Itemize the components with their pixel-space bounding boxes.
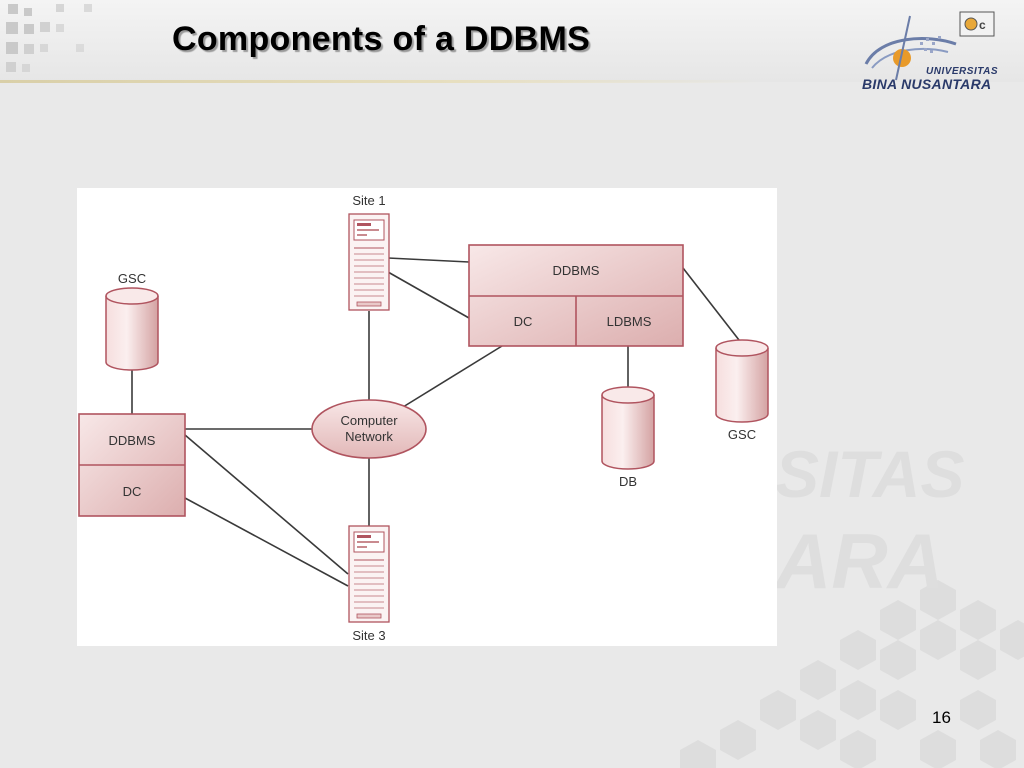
left-ddbms-label: DDBMS bbox=[109, 433, 156, 448]
db-label: DB bbox=[619, 474, 637, 489]
watermark-text-2: ARA bbox=[773, 517, 944, 605]
db-database-cylinder-icon bbox=[601, 386, 655, 470]
header-bar bbox=[0, 0, 1024, 82]
site-1-server-icon bbox=[348, 213, 390, 311]
page-number: 16 bbox=[932, 708, 951, 727]
watermark-text-1: SITAS bbox=[775, 437, 964, 511]
right-gsc-label: GSC bbox=[728, 427, 756, 442]
diagram-canvas: Site 1 Site 3 Computer Network GSC DDBMS… bbox=[78, 193, 769, 643]
network-label-line2: Network bbox=[345, 429, 393, 444]
right-gsc-database-cylinder-icon bbox=[715, 339, 769, 423]
header-rule bbox=[0, 80, 760, 83]
logo-text-universitas: UNIVERSITAS bbox=[926, 66, 998, 77]
left-site-box bbox=[78, 413, 186, 517]
logo-text-bina-nusantara: BINA NUSANTARA bbox=[862, 76, 992, 92]
left-dc-label: DC bbox=[123, 484, 142, 499]
university-logo-icon: c bbox=[864, 11, 995, 81]
right-ldbms-label: LDBMS bbox=[607, 314, 652, 329]
right-site-box bbox=[468, 244, 684, 347]
site-1-label: Site 1 bbox=[352, 193, 385, 208]
svg-text:c: c bbox=[979, 18, 986, 32]
left-gsc-database-cylinder-icon bbox=[105, 287, 159, 371]
site-3-server-icon bbox=[348, 525, 390, 623]
site-3-label: Site 3 bbox=[352, 628, 385, 643]
left-gsc-label: GSC bbox=[118, 271, 146, 286]
network-ellipse-icon bbox=[311, 399, 427, 459]
right-dc-label: DC bbox=[514, 314, 533, 329]
corner-pattern bbox=[0, 0, 110, 80]
connection-lines bbox=[131, 257, 740, 587]
right-ddbms-label: DDBMS bbox=[553, 263, 600, 278]
network-label-line1: Computer bbox=[340, 413, 398, 428]
page-title: Components of a DDBMS bbox=[172, 20, 591, 58]
ddbms-components-diagram: Site 1 Site 3 Computer Network GSC DDBMS… bbox=[77, 188, 777, 646]
